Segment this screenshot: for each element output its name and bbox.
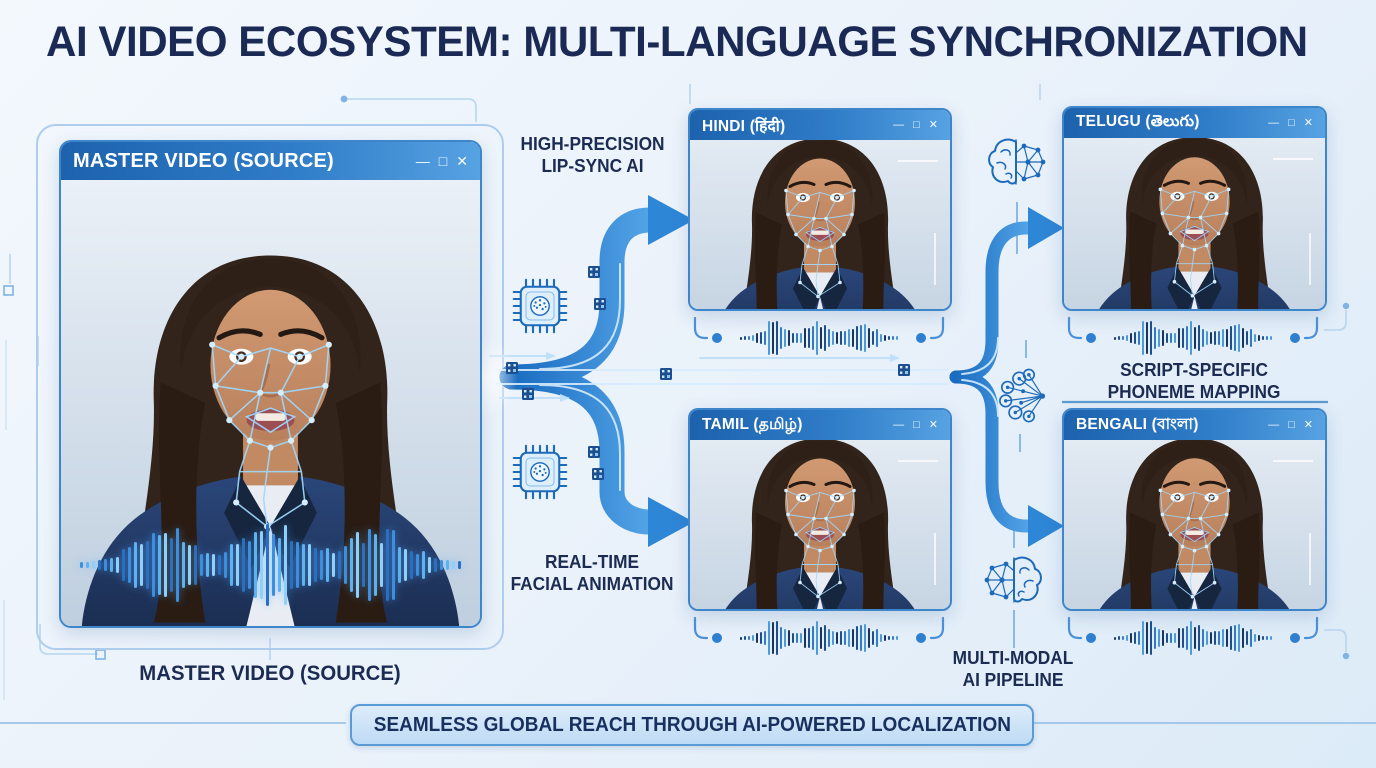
neural-cluster-icon	[999, 368, 1046, 423]
waveform-connector-left	[1067, 316, 1098, 345]
waveform-connector-right	[914, 316, 945, 345]
master-audio-waveform	[73, 510, 468, 620]
arrow-to-telugu	[1028, 207, 1064, 249]
telugu-window-title: TELUGU (తెలుగు)	[1076, 112, 1200, 130]
bengali-window-title: BENGALI (বাংলা)	[1076, 416, 1199, 433]
bottom-banner: SEAMLESS GLOBAL REACH THROUGH AI-POWERED…	[350, 704, 1034, 746]
ai-chip-icon	[512, 444, 568, 500]
player-overlay	[898, 460, 938, 462]
player-overlay	[1309, 533, 1311, 585]
close-icon[interactable]: ✕	[928, 418, 938, 431]
waveform-connector-right	[1288, 616, 1319, 645]
close-icon[interactable]: ✕	[456, 153, 468, 169]
master-video-window: MASTER VIDEO (SOURCE) — □ ✕	[59, 140, 482, 628]
master-window-caption: MASTER VIDEO (SOURCE)	[139, 662, 401, 685]
page-title: AI VIDEO ECOSYSTEM: MULTI-LANGUAGE SYNCH…	[46, 18, 1308, 66]
master-window-title: MASTER VIDEO (SOURCE)	[73, 149, 334, 172]
player-overlay	[934, 233, 936, 285]
brain-network-icon	[988, 138, 1047, 185]
arrow-to-bengali	[1028, 505, 1064, 547]
telugu-window-titlebar: TELUGU (తెలుగు) — □ ✕	[1064, 108, 1325, 138]
waveform-connector-left	[693, 616, 724, 645]
bengali-video-window: BENGALI (বাংলা) — □ ✕	[1062, 408, 1327, 611]
minimize-icon[interactable]: —	[893, 418, 905, 431]
tamil-video-content	[690, 440, 950, 609]
maximize-icon[interactable]: □	[913, 118, 920, 131]
ai-chip-icon	[512, 278, 568, 334]
close-icon[interactable]: ✕	[1303, 418, 1313, 431]
close-icon[interactable]: ✕	[928, 118, 938, 131]
presenter-portrait-with-face-mesh	[1064, 440, 1325, 609]
bengali-video-content	[1064, 440, 1325, 609]
player-overlay	[1273, 158, 1313, 160]
maximize-icon[interactable]: □	[438, 153, 448, 169]
hindi-window-title: HINDI (हिंदी)	[702, 118, 786, 135]
brain-network-icon	[983, 556, 1042, 603]
presenter-portrait-with-face-mesh	[1064, 138, 1325, 309]
waveform-connector-right	[1288, 316, 1319, 345]
maximize-icon[interactable]: □	[1288, 116, 1295, 129]
bengali-window-titlebar: BENGALI (বাংলা) — □ ✕	[1064, 410, 1325, 440]
player-overlay	[934, 533, 936, 585]
player-overlay	[1273, 460, 1313, 462]
hindi-window-titlebar: HINDI (हिंदी) — □ ✕	[690, 110, 950, 140]
label-facial-animation: REAL-TIME FACIAL ANIMATION	[510, 552, 674, 594]
waveform-connector-left	[693, 316, 724, 345]
maximize-icon[interactable]: □	[913, 418, 920, 431]
tamil-window-titlebar: TAMIL (தமிழ்) — □ ✕	[690, 410, 950, 440]
player-overlay	[1309, 233, 1311, 285]
presenter-portrait-with-face-mesh	[690, 140, 950, 309]
tamil-video-window: TAMIL (தமிழ்) — □ ✕	[688, 408, 952, 611]
label-ai-pipeline: MULTI-MODAL AI PIPELINE	[952, 648, 1074, 690]
label-phoneme-mapping: SCRIPT-SPECIFIC PHONEME MAPPING	[1107, 360, 1281, 402]
telugu-audio-waveform	[1064, 314, 1322, 362]
maximize-icon[interactable]: □	[1288, 418, 1295, 431]
telugu-video-window: TELUGU (తెలుగు) — □ ✕	[1062, 106, 1327, 311]
hindi-video-window: HINDI (हिंदी) — □ ✕	[688, 108, 952, 311]
hindi-audio-waveform	[690, 314, 948, 362]
master-window-titlebar: MASTER VIDEO (SOURCE) — □ ✕	[61, 142, 480, 180]
close-icon[interactable]: ✕	[1303, 116, 1313, 129]
label-lip-sync-ai: HIGH-PRECISION LIP-SYNC AI	[520, 134, 665, 176]
minimize-icon[interactable]: —	[415, 153, 430, 169]
banner-text: SEAMLESS GLOBAL REACH THROUGH AI-POWERED…	[373, 713, 1011, 736]
minimize-icon[interactable]: —	[1268, 116, 1280, 129]
telugu-video-content	[1064, 138, 1325, 309]
minimize-icon[interactable]: —	[893, 118, 905, 131]
master-video-content	[61, 180, 480, 626]
presenter-portrait-with-face-mesh	[690, 440, 950, 609]
tamil-audio-waveform	[690, 614, 948, 662]
player-overlay	[898, 160, 938, 162]
tamil-window-title: TAMIL (தமிழ்)	[702, 415, 803, 433]
minimize-icon[interactable]: —	[1268, 418, 1280, 431]
hindi-video-content	[690, 140, 950, 309]
bengali-audio-waveform	[1064, 614, 1322, 662]
